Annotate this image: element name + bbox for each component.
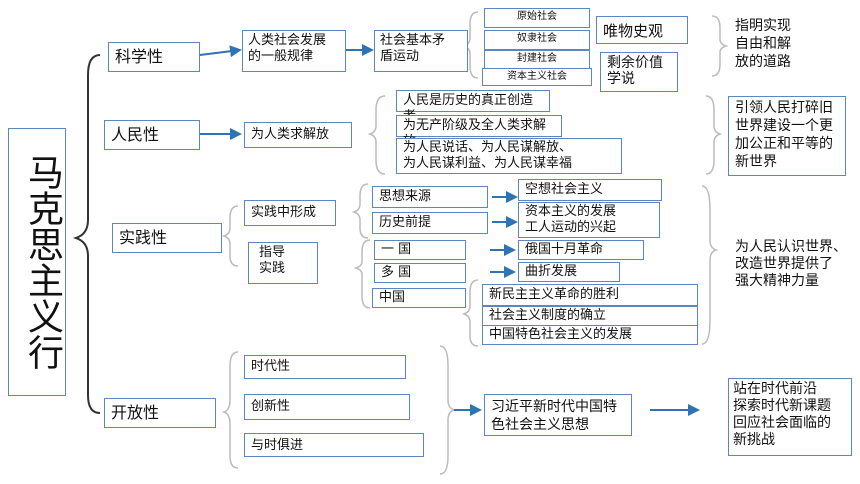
category-shijian: 实践性 bbox=[112, 223, 222, 253]
brace-china bbox=[461, 279, 479, 347]
brace-kaifang bbox=[221, 351, 239, 469]
category-renmin: 人民性 bbox=[104, 120, 200, 150]
category-kexue: 科学性 bbox=[108, 42, 200, 72]
brace-traits bbox=[439, 345, 457, 475]
kexue-surplus: 剩余价值 学说 bbox=[600, 52, 678, 92]
shijian-many-countries: 多 国 bbox=[374, 263, 466, 283]
society-primitive: 原始社会 bbox=[484, 8, 590, 28]
kaifang-thought: 习近平新时代中国特 色社会主义思想 bbox=[484, 394, 632, 436]
brace-shijian-result bbox=[701, 185, 719, 345]
shijian-source: 思想来源 bbox=[372, 186, 488, 208]
renmin-point-1: 人民是历史的真正创造者 bbox=[396, 90, 550, 124]
shijian-tortuous: 曲折发展 bbox=[518, 262, 620, 282]
category-kaifang: 开放性 bbox=[104, 398, 216, 428]
trait-era: 时代性 bbox=[244, 355, 406, 379]
kaifang-result: 站在时代前沿 探索时代新课题 回应社会面临的 新挑战 bbox=[728, 378, 852, 456]
renmin-point-2: 为无产阶级及全人类求解放 bbox=[396, 115, 562, 149]
shijian-guide: 指导 实践 bbox=[248, 242, 318, 284]
brace-renmin-points bbox=[367, 95, 386, 175]
brace-renmin-result bbox=[705, 95, 723, 175]
society-capitalist: 资本主义社会 bbox=[482, 68, 592, 86]
main-title: 马克思主义行 bbox=[8, 128, 66, 396]
shijian-utopian: 空想社会主义 bbox=[518, 179, 662, 201]
shijian-one-country: 一 国 bbox=[374, 240, 466, 260]
renmin-result: 引领人民打碎旧 世界建设一个更 加公正和平等的 新世界 bbox=[728, 96, 846, 176]
shijian-october: 俄国十月革命 bbox=[518, 240, 644, 260]
brace-shijian bbox=[221, 205, 239, 267]
china-item-1: 新民主主义革命的胜利 bbox=[482, 284, 698, 306]
trait-innovation: 创新性 bbox=[244, 394, 410, 420]
arrow-kexue-law bbox=[199, 45, 242, 58]
shijian-capitalism: 资本主义的发展 工人运动的兴起 bbox=[518, 202, 660, 238]
china-item-2: 社会主义制度的确立 bbox=[482, 306, 698, 326]
kexue-law: 人类社会发展 的一般规律 bbox=[242, 30, 346, 72]
renmin-point-3: 为人民说话、为人民谋解放、 为人民谋利益、为人民谋幸福 bbox=[396, 138, 622, 174]
kexue-materialism: 唯物史观 bbox=[596, 16, 688, 44]
shijian-premise: 历史前提 bbox=[372, 212, 488, 234]
shijian-formed: 实践中形成 bbox=[244, 200, 336, 226]
brace-formed bbox=[351, 183, 369, 239]
main-brace bbox=[72, 54, 101, 414]
kexue-contradiction: 社会基本矛 盾运动 bbox=[374, 30, 468, 72]
society-slave: 奴隶社会 bbox=[484, 30, 590, 50]
brace-guide bbox=[353, 239, 371, 309]
brace-kexue-result bbox=[711, 15, 729, 77]
shijian-result: 为人民认识世界、 改造世界提供了 强大精神力量 bbox=[730, 236, 856, 292]
renmin-goal: 为人类求解放 bbox=[244, 122, 352, 148]
shijian-china: 中国 bbox=[372, 288, 466, 308]
society-feudal: 封建社会 bbox=[484, 50, 590, 70]
kexue-result: 指明实现 自由和解 放的道路 bbox=[728, 14, 806, 76]
china-item-3: 中国特色社会主义的发展 bbox=[482, 325, 698, 345]
trait-progress: 与时俱进 bbox=[244, 433, 424, 457]
